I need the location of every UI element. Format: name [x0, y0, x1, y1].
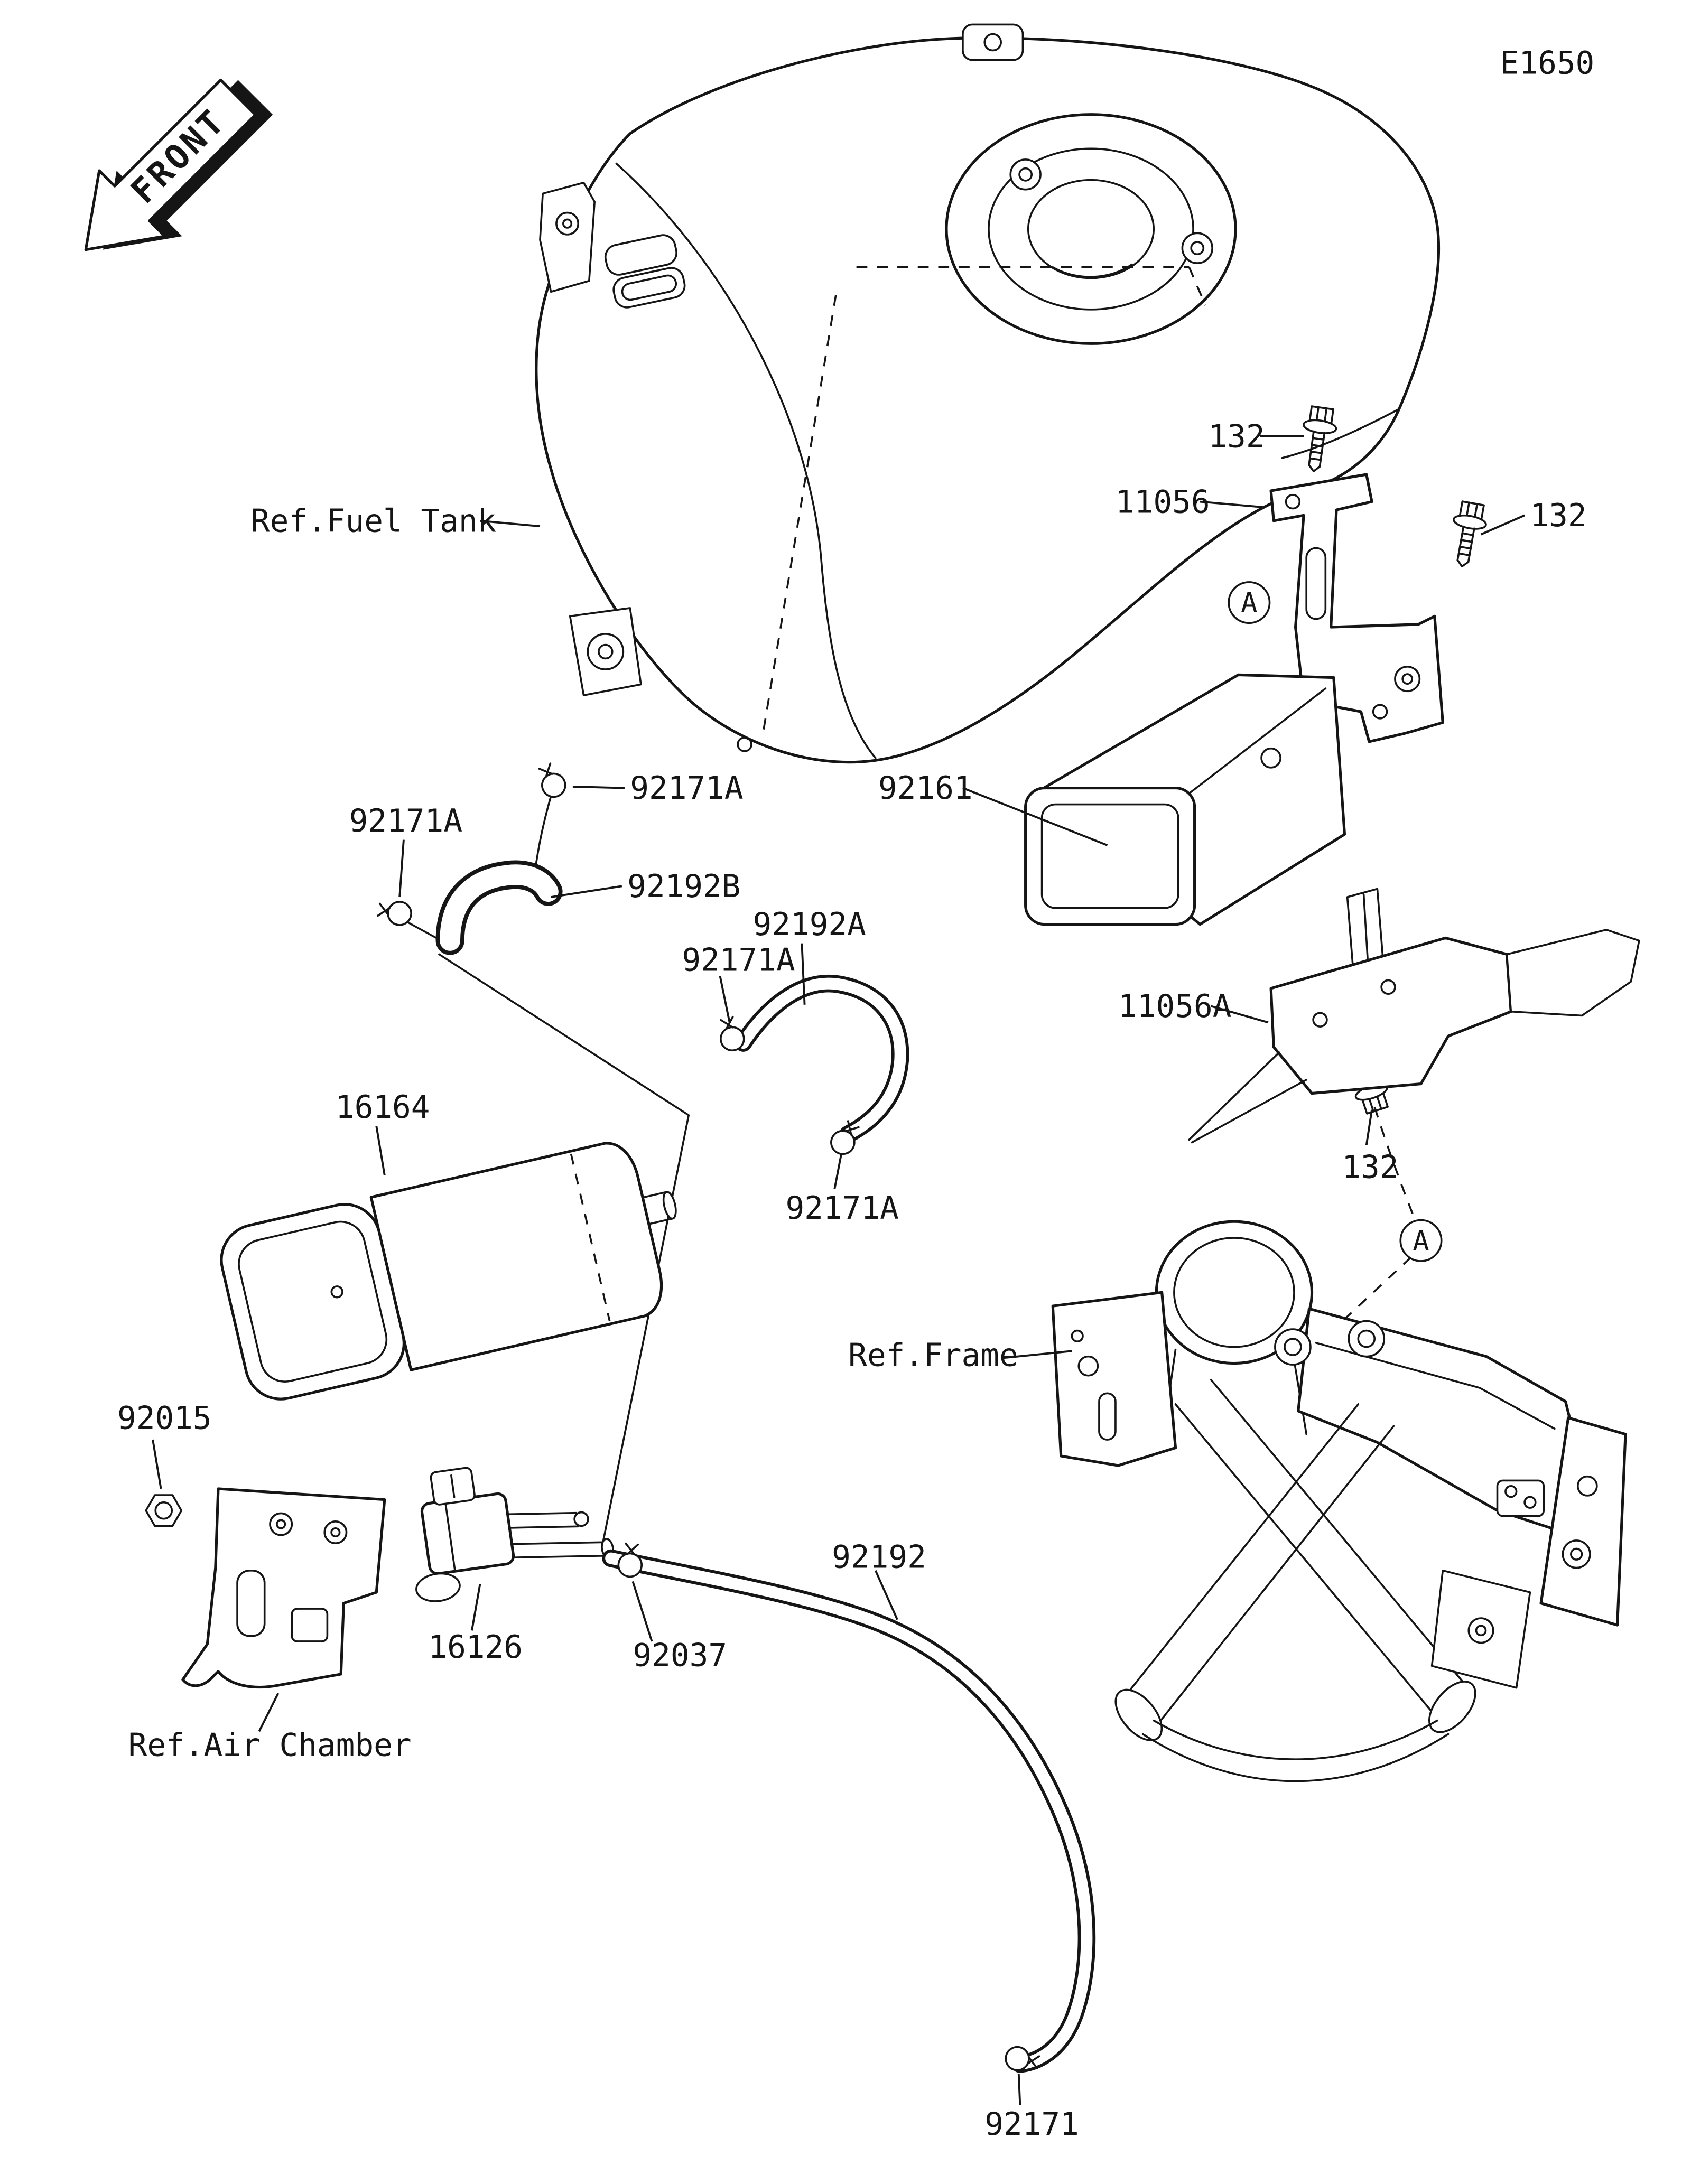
part-label-92015: 92015 [117, 1399, 212, 1436]
hidden-line [856, 266, 1206, 306]
hose-routing-line [438, 953, 690, 1544]
bracket-11056A [1188, 888, 1640, 1144]
fuel-tank [535, 23, 1440, 764]
part-label-92171: 92171 [984, 2106, 1079, 2142]
valve-16126 [415, 1467, 614, 1602]
bolt-132-top [1296, 404, 1340, 475]
part-label-92037: 92037 [633, 1637, 727, 1673]
frame [1051, 1220, 1627, 1782]
hidden-line [1373, 1106, 1417, 1222]
ref-label-fuel-tank: Ref.Fuel Tank [251, 502, 496, 539]
part-label-92192A: 92192A [753, 906, 866, 942]
part-label-16126: 16126 [428, 1629, 523, 1665]
part-label-11056A: 11056A [1118, 988, 1231, 1024]
leader-lines [152, 435, 1525, 2105]
tank-damper-tab [569, 607, 642, 696]
part-label-132-right: 132 [1530, 497, 1586, 534]
nut-92015 [145, 1494, 183, 1527]
clamp-92037 [616, 1542, 645, 1579]
fuel-filler-cap [945, 113, 1237, 345]
canister-16164 [220, 1142, 677, 1401]
bracket-11056 [1269, 473, 1444, 743]
front-arrow: FRONT [84, 78, 273, 251]
part-label-11056: 11056 [1116, 483, 1210, 520]
tank-latch-detail [604, 234, 686, 309]
part-label-92171A-mid: 92171A [682, 941, 795, 978]
part-label-92171A-tank: 92171A [630, 770, 743, 806]
part-label-132-top: 132 [1208, 418, 1265, 454]
detail-marker-a-upper: A [1228, 581, 1271, 624]
canister-cover-92161 [1024, 673, 1346, 926]
clamp-92171A-tank [533, 760, 570, 802]
hose-92192A [734, 974, 909, 1143]
air-chamber-bracket [181, 1487, 386, 1689]
hidden-line [1333, 1256, 1413, 1330]
detail-marker-a-frame-label: A [1413, 1225, 1429, 1257]
part-label-92171A-lower: 92171A [785, 1190, 898, 1226]
clamp-92171A-left [376, 897, 414, 928]
part-label-92171A-left: 92171A [349, 802, 462, 839]
page-code: E1650 [1500, 44, 1595, 81]
tank-front-bracket [539, 181, 596, 293]
ref-label-air-chamber: Ref.Air Chamber [128, 1727, 412, 1763]
hidden-line [763, 286, 839, 730]
detail-marker-a-frame: A [1399, 1219, 1443, 1262]
detail-marker-a-upper-label: A [1241, 587, 1257, 619]
part-label-132-lower: 132 [1342, 1149, 1398, 1186]
tank-vent-nipple [737, 736, 752, 752]
hose-92192 [602, 1549, 1096, 2073]
part-label-92192B: 92192B [627, 868, 740, 904]
part-label-16164: 16164 [336, 1089, 430, 1125]
part-label-92161: 92161 [878, 770, 973, 806]
hose-92192B [405, 795, 563, 955]
ref-label-frame: Ref.Frame [848, 1337, 1018, 1374]
tank-cap-tab [962, 23, 1024, 61]
part-label-92192: 92192 [832, 1539, 926, 1575]
bolt-132-right [1445, 499, 1491, 571]
